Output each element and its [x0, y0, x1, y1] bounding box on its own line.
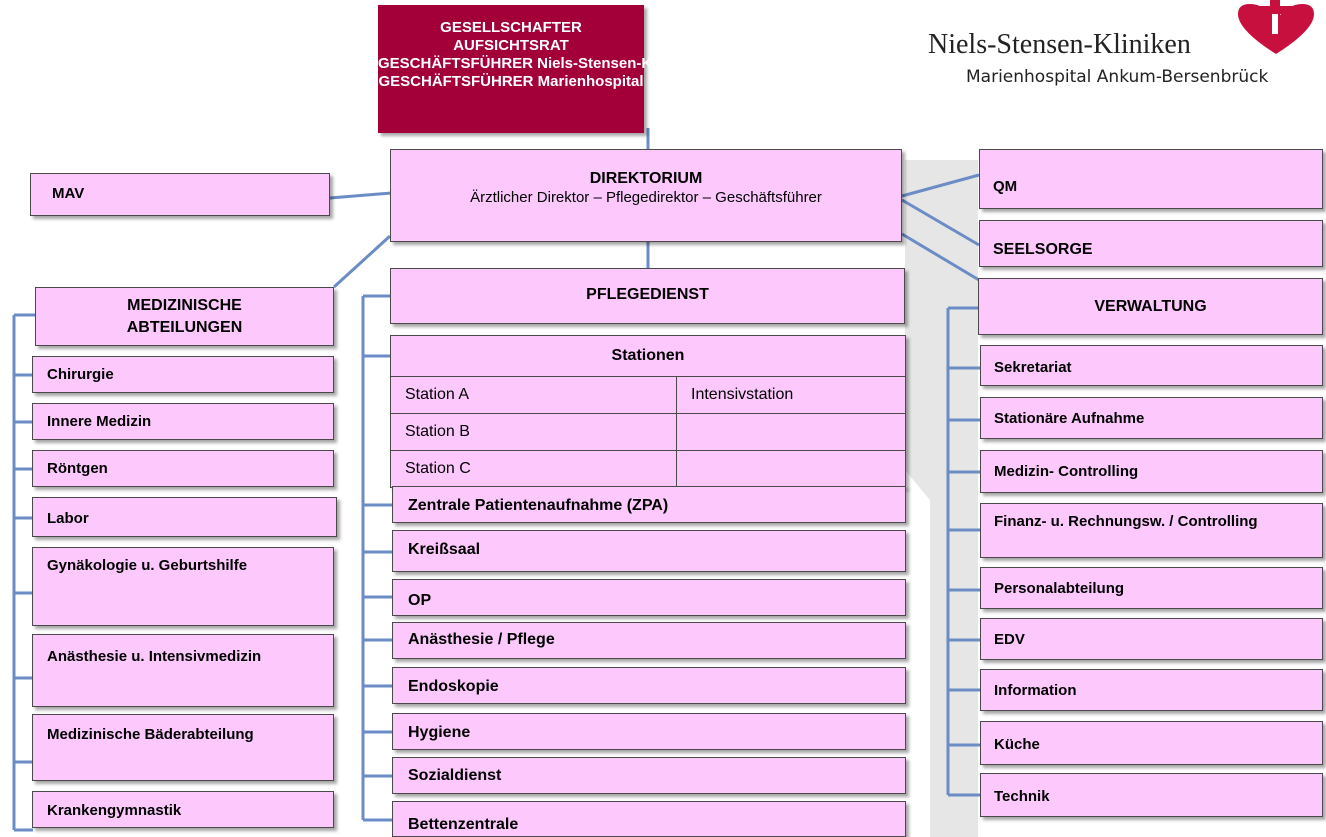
item-label: Stationäre Aufnahme [994, 410, 1145, 427]
pflege-item-hygiene: Hygiene [392, 713, 906, 750]
medizin-header-line2: ABTEILUNGEN [126, 319, 243, 336]
item-label: Anästhesie / Pflege [408, 631, 555, 648]
table-row: Station A Intensivstation [390, 376, 906, 414]
verwaltung-item-information: Information [980, 669, 1323, 711]
connector-verwaltung [901, 232, 980, 282]
connector-qm [901, 173, 980, 198]
gf-nsk-label: GESCHÄFTSFÜHRER Niels-Stensen-Kliniken [378, 55, 700, 72]
item-label: OP [408, 592, 432, 609]
item-label: Bettenzentrale [408, 816, 519, 833]
item-label: Hygiene [408, 724, 471, 741]
item-label: Medizinische Bäderabteilung [47, 726, 254, 743]
item-label: EDV [994, 631, 1025, 648]
item-label: Finanz- u. Rechnungsw. / Controlling [994, 513, 1258, 530]
item-label: Sekretariat [994, 359, 1072, 376]
item-label: Krankengymnastik [47, 802, 182, 819]
logo-subtitle: Marienhospital Ankum-Bersenbrück [966, 67, 1269, 87]
mav-label: MAV [52, 185, 85, 202]
stationen-table: Stationen Station A Intensivstation Stat… [390, 335, 906, 488]
stationen-header: Stationen [390, 335, 906, 377]
qm-label: QM [993, 178, 1018, 195]
medizin-item-anaesthesie: Anästhesie u. Intensivmedizin [32, 634, 334, 707]
gray-band [905, 160, 978, 837]
medizin-item-baeder: Medizinische Bäderabteilung [32, 714, 334, 781]
logo-name: Niels-Stensen-Kliniken [928, 29, 1191, 60]
table-row: Station B [390, 413, 906, 451]
medizin-header-line1: MEDIZINISCHE [127, 297, 242, 314]
verwaltung-item-finanz: Finanz- u. Rechnungsw. / Controlling [980, 503, 1323, 558]
direktorium-box: DIREKTORIUM Ärztlicher Direktor – Pflege… [390, 149, 902, 242]
connector-seelsorge [901, 198, 980, 247]
item-label: Medizin- Controlling [994, 463, 1139, 480]
pflege-item-anaesthesie: Anästhesie / Pflege [392, 622, 906, 659]
verwaltung-header-label: VERWALTUNG [1094, 298, 1207, 315]
verwaltung-item-kueche: Küche [980, 721, 1323, 765]
medizin-item-krankengymnastik: Krankengymnastik [32, 791, 334, 828]
station-cell: Intensivstation [676, 376, 906, 414]
verwaltung-item-aufnahme: Stationäre Aufnahme [980, 397, 1323, 439]
item-label: Sozialdienst [408, 767, 502, 784]
seelsorge-label: SEELSORGE [993, 241, 1093, 258]
pflege-item-endoskopie: Endoskopie [392, 667, 906, 704]
direktorium-subtitle: Ärztlicher Direktor – Pflegedirektor – G… [470, 189, 822, 206]
item-label: Kreißsaal [408, 541, 481, 558]
station-cell [676, 450, 906, 488]
verwaltung-item-controlling: Medizin- Controlling [980, 450, 1323, 493]
pflege-item-zpa: Zentrale Patientenaufnahme (ZPA) [392, 486, 906, 523]
medizin-item-roentgen: Röntgen [32, 450, 334, 487]
governance-box: GESELLSCHAFTER AUFSICHTSRAT GESCHÄFTSFÜH… [378, 5, 700, 133]
item-label: Röntgen [47, 460, 108, 477]
verwaltung-item-edv: EDV [980, 618, 1323, 660]
item-label: Chirurgie [47, 366, 114, 383]
station-cell: Station A [390, 376, 677, 414]
medizin-item-chirurgie: Chirurgie [32, 356, 334, 393]
item-label: Anästhesie u. Intensivmedizin [47, 648, 262, 665]
pflege-header-box: PFLEGEDIENST [390, 268, 905, 324]
table-row: Station C [390, 450, 906, 488]
mav-box: MAV [30, 173, 330, 216]
item-label: Labor [47, 510, 89, 527]
gesellschafter-label: GESELLSCHAFTER [440, 19, 582, 36]
verwaltung-item-personal: Personalabteilung [980, 567, 1323, 609]
medizin-item-gynaekologie: Gynäkologie u. Geburtshilfe [32, 547, 334, 626]
verwaltung-header-box: VERWALTUNG [978, 278, 1323, 335]
pflege-header-label: PFLEGEDIENST [586, 286, 709, 303]
item-label: Innere Medizin [47, 413, 152, 430]
pflege-item-bettenzentrale: Bettenzentrale [392, 801, 906, 837]
item-label: Endoskopie [408, 678, 499, 695]
item-label: Küche [994, 736, 1040, 753]
direktorium-title: DIREKTORIUM [589, 170, 703, 187]
pflege-item-kreisssaal: Kreißsaal [392, 530, 906, 572]
pflege-item-sozialdienst: Sozialdienst [392, 757, 906, 794]
medizin-header-box: MEDIZINISCHE ABTEILUNGEN [35, 287, 334, 346]
verwaltung-item-sekretariat: Sekretariat [980, 345, 1323, 386]
item-label: Information [994, 682, 1077, 699]
station-cell [676, 413, 906, 451]
station-cell: Station B [390, 413, 677, 451]
logo-heart-icon [1238, 0, 1314, 54]
pflege-item-op: OP [392, 579, 906, 616]
connector-mav [329, 191, 393, 200]
station-cell: Station C [390, 450, 677, 488]
aufsichtsrat-label: AUFSICHTSRAT [453, 37, 569, 54]
item-label: Zentrale Patientenaufnahme (ZPA) [408, 497, 669, 514]
medizin-item-innere: Innere Medizin [32, 403, 334, 440]
item-label: Personalabteilung [994, 580, 1125, 597]
medizin-item-labor: Labor [32, 497, 337, 537]
connector-medizin [332, 234, 392, 289]
item-label: Gynäkologie u. Geburtshilfe [47, 557, 248, 574]
qm-box: QM [979, 149, 1323, 209]
seelsorge-box: SEELSORGE [979, 220, 1323, 267]
verwaltung-item-technik: Technik [980, 773, 1323, 817]
gf-marienhospital-label: GESCHÄFTSFÜHRER Marienhospital [378, 73, 644, 90]
item-label: Technik [994, 788, 1050, 805]
